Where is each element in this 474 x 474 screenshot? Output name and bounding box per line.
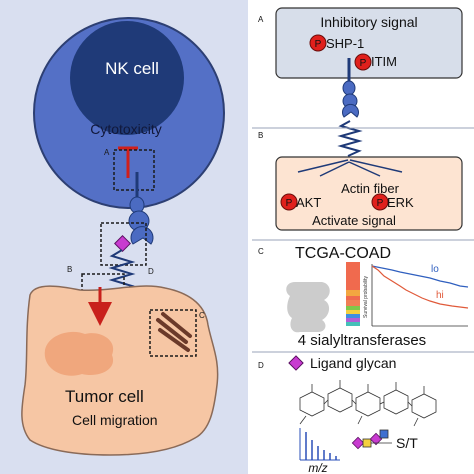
box-b-label: B bbox=[67, 265, 72, 274]
tumor-cell-nucleus bbox=[44, 331, 114, 376]
cell-migration-label: Cell migration bbox=[72, 412, 158, 428]
km-hi-label: hi bbox=[436, 290, 444, 301]
panel-d-letter: D bbox=[258, 361, 264, 370]
box-c bbox=[149, 309, 197, 357]
ligand-glycan-diamond bbox=[114, 235, 131, 252]
colon-icon bbox=[286, 282, 330, 333]
ligand-legend-diamond bbox=[288, 355, 304, 371]
km-hi-curve bbox=[371, 265, 469, 309]
km-ylabel: Survival probability bbox=[363, 276, 369, 318]
tumor-cell-body bbox=[21, 285, 219, 456]
tcga-title: TCGA-COAD bbox=[295, 245, 391, 262]
itim-label: ITIM bbox=[371, 54, 397, 69]
panel-a: A Inhibitory signal P SHP-1 P ITIM bbox=[258, 7, 463, 157]
glycan-structure-drawing bbox=[299, 380, 437, 427]
akt-phospho-circle bbox=[280, 193, 298, 211]
itim-phospho-symbol: P bbox=[360, 58, 367, 69]
panel-a-box bbox=[275, 7, 463, 79]
inhibitory-signal-title: Inhibitory signal bbox=[320, 14, 417, 30]
mass-spectrum: m/z bbox=[299, 428, 340, 474]
sialyltransferases-label: 4 sialyltransferases bbox=[298, 332, 426, 349]
actin-fiber-label: Actin fiber bbox=[341, 181, 399, 196]
box-a bbox=[113, 149, 155, 191]
tumor-cell: Tumor cell Cell migration bbox=[21, 285, 219, 456]
panel-a-letter: A bbox=[258, 15, 264, 24]
shp1-phospho-circle bbox=[309, 34, 327, 52]
shp1-label: SHP-1 bbox=[326, 36, 364, 51]
box-a-label: A bbox=[104, 148, 110, 157]
panel-b-letter: B bbox=[258, 131, 263, 140]
box-d bbox=[100, 222, 147, 266]
box-d-label: D bbox=[148, 267, 154, 276]
sialyltransferase-heatmap bbox=[346, 262, 360, 326]
panel-b: B Actin fiber P AKT P ERK Activate signa… bbox=[258, 131, 463, 231]
akt-phospho-symbol: P bbox=[286, 198, 293, 209]
actin-fibers bbox=[156, 312, 192, 352]
tumor-receptor-spring bbox=[108, 249, 136, 293]
glycan-symbol-chain: S/T bbox=[351, 429, 418, 451]
km-plot: Survival probability lo hi bbox=[363, 264, 469, 327]
akt-label: AKT bbox=[296, 195, 321, 210]
box-c-label: C bbox=[199, 311, 205, 320]
panel-c-letter: C bbox=[258, 247, 264, 256]
mz-label: m/z bbox=[308, 461, 327, 474]
panel-d: D Ligand glycan bbox=[258, 355, 437, 474]
actin-fiber-lines bbox=[297, 159, 403, 177]
nk-cell: NK cell Cytotoxicity bbox=[33, 17, 225, 209]
km-lo-curve bbox=[371, 265, 469, 288]
panel-c: C TCGA-COAD Survival probability lo hi 4… bbox=[258, 245, 469, 349]
ligand-glycan-label: Ligand glycan bbox=[310, 355, 396, 371]
cytotoxicity-label: Cytotoxicity bbox=[90, 121, 162, 137]
shp1-phospho-symbol: P bbox=[315, 39, 322, 50]
nk-receptor bbox=[128, 172, 154, 245]
erk-phospho-circle bbox=[371, 193, 389, 211]
tumor-cell-label: Tumor cell bbox=[65, 387, 144, 406]
nk-cell-label: NK cell bbox=[105, 59, 159, 78]
km-lo-label: lo bbox=[431, 264, 439, 275]
activate-signal-label: Activate signal bbox=[312, 213, 396, 228]
itim-phospho-circle bbox=[354, 53, 372, 71]
erk-label: ERK bbox=[387, 195, 414, 210]
nk-cell-nucleus bbox=[70, 21, 184, 135]
st-label: S/T bbox=[396, 435, 418, 451]
inhibition-symbol bbox=[118, 146, 138, 178]
erk-phospho-symbol: P bbox=[377, 198, 384, 209]
